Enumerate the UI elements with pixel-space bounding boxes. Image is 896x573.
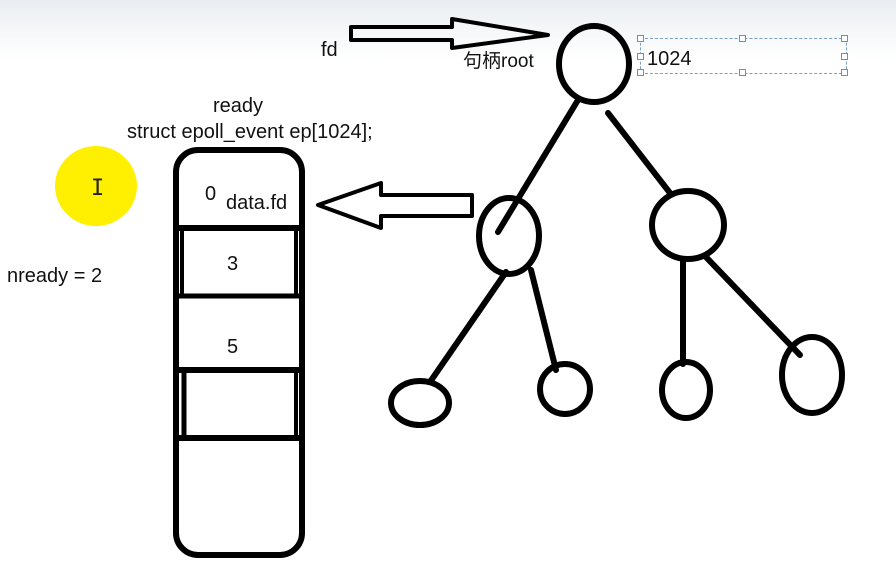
ready-label: ready: [213, 95, 264, 117]
tree-right-node: [649, 188, 727, 262]
resize-handle-bl[interactable]: [637, 69, 644, 76]
tree-leaf-3: [659, 359, 713, 421]
edge-root-right: [605, 110, 673, 196]
top-gradient-band: [0, 0, 896, 60]
slot0-index: 0: [205, 183, 217, 205]
edge-root-left: [495, 97, 581, 235]
tree-leaf-1: [388, 378, 452, 428]
textbox-value[interactable]: 1024: [647, 48, 692, 70]
struct-declaration: struct epoll_event ep[1024];: [127, 121, 373, 143]
edge-left-leaf2: [528, 267, 559, 373]
tree-leaf-2: [537, 361, 593, 417]
resize-handle-ml[interactable]: [637, 53, 644, 60]
resize-handle-bm[interactable]: [739, 69, 746, 76]
slot0-text: data.fd: [226, 192, 288, 214]
resize-handle-tm[interactable]: [739, 35, 746, 42]
cursor-highlight: [55, 146, 137, 226]
edge-right-leaf2: [702, 253, 803, 358]
text-cursor-icon: I: [91, 176, 105, 201]
arrow-node-to-array: [316, 181, 474, 230]
slot1-value: 3: [227, 253, 239, 275]
tree-left-node: [476, 195, 542, 277]
slot2-value: 5: [227, 336, 239, 358]
tree-leaf-4: [779, 334, 845, 416]
resize-handle-tr[interactable]: [841, 35, 848, 42]
resize-handle-br[interactable]: [841, 69, 848, 76]
resize-handle-mr[interactable]: [841, 53, 848, 60]
resize-handle-tl[interactable]: [637, 35, 644, 42]
arrow-fd-to-root: [349, 17, 550, 50]
nready-label: nready = 2: [7, 265, 103, 287]
edge-left-leaf1: [427, 269, 509, 385]
selected-text-box[interactable]: [637, 35, 848, 76]
ready-array: [173, 147, 305, 558]
fd-label: fd: [321, 39, 338, 61]
handle-root-label: 句柄root: [463, 51, 534, 72]
tree-root-node: [556, 23, 632, 105]
